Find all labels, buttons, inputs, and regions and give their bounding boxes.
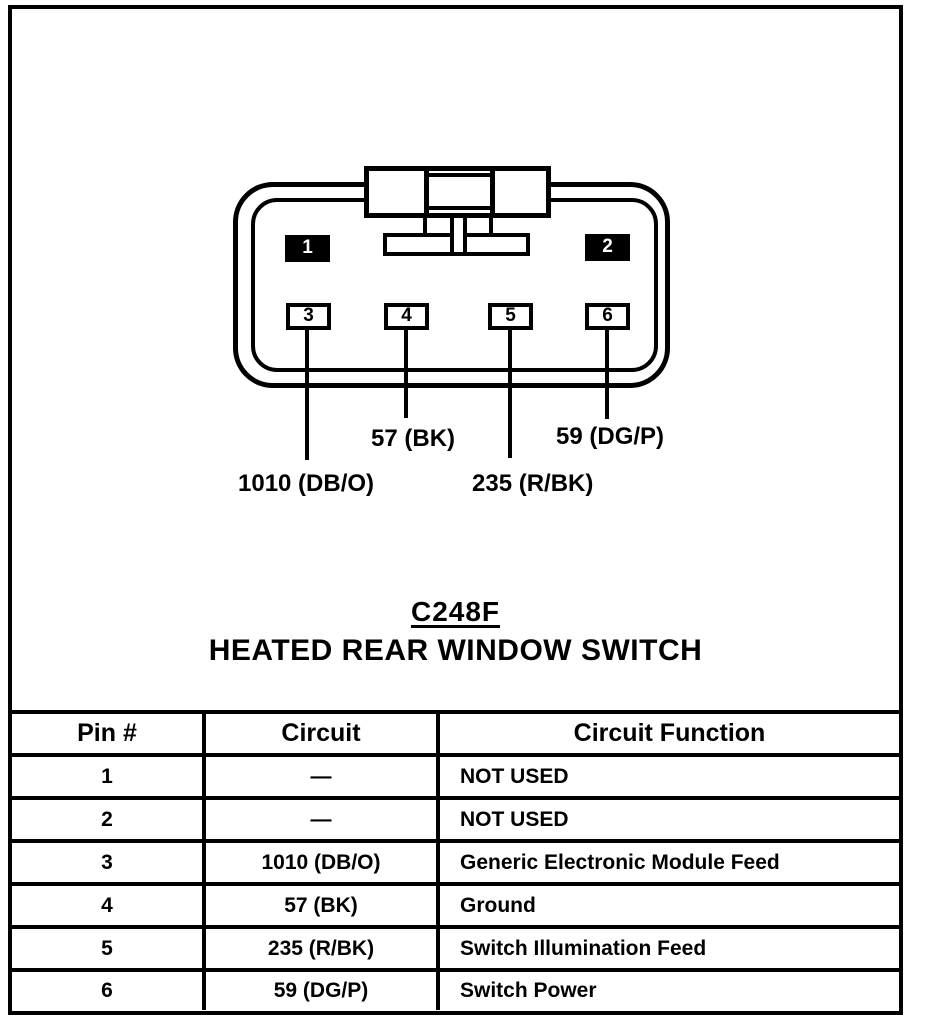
table-row-pin1: 1 — NOT USED [12,753,899,800]
latch-connector-right [489,214,493,237]
connector-name-title: HEATED REAR WINDOW SWITCH [208,634,703,667]
wire-label-pin4: 57 (BK) [371,425,456,452]
wire-label-pin5: 235 (R/BK) [472,470,594,497]
cell-pin: 6 [12,968,204,1010]
cell-pin: 1 [12,753,204,800]
table-row-pin4: 4 57 (BK) Ground [12,882,899,929]
wire-label-pin6: 59 (DG/P) [556,423,665,450]
cell-pin: 2 [12,796,204,843]
pin-4-box: 4 [384,303,429,330]
tab-slot-bottom-edge [429,206,490,210]
header-pin: Pin # [12,710,204,757]
tab-divider-left [424,171,429,213]
cell-circuit: 57 (BK) [202,882,440,929]
latch-wing-top-left [383,233,454,237]
table-row-pin3: 3 1010 (DB/O) Generic Electronic Module … [12,839,899,886]
header-circuit: Circuit [202,710,440,757]
pin-table-header-row: Pin # Circuit Circuit Function [12,710,899,757]
leader-line-pin5 [508,329,512,458]
header-circuit-function: Circuit Function [438,710,899,757]
table-row-pin6: 6 59 (DG/P) Switch Power [12,968,899,1010]
diagram-frame [8,5,903,1015]
title-block: C248F HEATED REAR WINDOW SWITCH [12,596,899,668]
latch-wing-edge-left [383,233,387,256]
cell-pin: 5 [12,925,204,972]
leader-line-pin6 [605,329,609,419]
cell-circuit: 1010 (DB/O) [202,839,440,886]
pin-5-box: 5 [488,303,533,330]
cell-function: NOT USED [438,753,899,800]
pin-1-box: 1 [285,235,330,262]
wire-label-pin3: 1010 (DB/O) [238,470,375,497]
pin-table: Pin # Circuit Circuit Function 1 — NOT U… [12,710,899,1010]
table-row-pin2: 2 — NOT USED [12,796,899,843]
leader-line-pin3 [305,329,309,460]
pin-6-box: 6 [585,303,630,330]
leader-line-pin4 [404,329,408,418]
cell-function: Ground [438,882,899,929]
cell-circuit: 235 (R/BK) [202,925,440,972]
cell-function: Generic Electronic Module Feed [438,839,899,886]
cell-pin: 3 [12,839,204,886]
cell-function: NOT USED [438,796,899,843]
cell-function: Switch Power [438,968,899,1010]
cell-circuit: 59 (DG/P) [202,968,440,1010]
tab-slot-top-edge [429,173,490,177]
latch-connector-left [423,214,427,237]
latch-wing-edge-right [526,233,530,256]
cell-circuit: — [202,753,440,800]
pin-2-box: 2 [585,234,630,261]
cell-function: Switch Illumination Feed [438,925,899,972]
latch-wing-top-right [463,233,530,237]
connector-id-title: C248F [410,596,501,627]
cell-circuit: — [202,796,440,843]
tab-divider-right [490,171,495,213]
latch-bottom-edge [383,252,530,256]
pin-3-box: 3 [286,303,331,330]
connector-inner-outline [251,198,658,372]
cell-pin: 4 [12,882,204,929]
table-row-pin5: 5 235 (R/BK) Switch Illumination Feed [12,925,899,972]
